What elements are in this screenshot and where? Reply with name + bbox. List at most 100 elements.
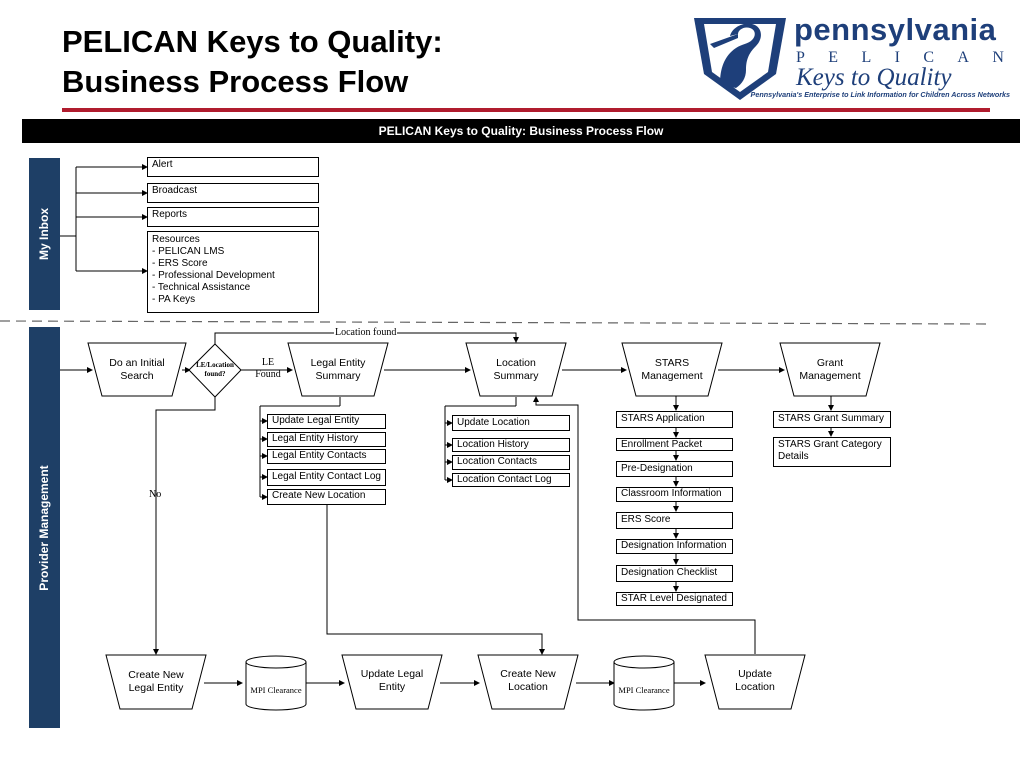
pennsylvania-pelican-logo: pennsylvania P E L I C A N Keys to Quali… <box>690 12 1010 104</box>
note-line: Found <box>255 369 281 380</box>
inbox-connectors <box>60 164 148 274</box>
update-location-node[interactable]: Update Location <box>709 668 801 694</box>
create-new-location-item[interactable]: Create New Location <box>267 489 386 505</box>
node-label-line: STARS <box>654 357 690 369</box>
resource-item[interactable]: - Professional Development <box>152 270 275 281</box>
mpi-clearance-2-label: MPI Clearance <box>618 685 670 695</box>
node-label-line: Management <box>641 370 703 382</box>
logo-letter: N <box>992 49 1006 66</box>
stars-application-item[interactable]: STARS Application <box>616 411 733 428</box>
resource-item[interactable]: - ERS Score <box>152 258 208 269</box>
node-label-line: Location <box>496 357 536 369</box>
stars-grant-category-details-item[interactable]: STARS Grant Category Details <box>773 437 891 467</box>
legal-entity-contact-log-item[interactable]: Legal Entity Contact Log <box>267 469 386 486</box>
process-shapes <box>87 342 881 710</box>
logo-letter: E <box>828 49 841 66</box>
node-label-line: Create New <box>128 669 184 681</box>
pre-designation-item[interactable]: Pre-Designation <box>616 461 733 477</box>
keystone-pelican-icon <box>694 18 786 100</box>
lane-my-inbox: My Inbox <box>29 158 60 310</box>
ers-score-item[interactable]: ERS Score <box>616 512 733 529</box>
decision-diamond <box>188 343 242 398</box>
update-legal-entity-node[interactable]: Update Legal Entity <box>346 668 438 694</box>
mpi-clearance-1-label: MPI Clearance <box>250 685 302 695</box>
location-summary-shape <box>465 342 567 397</box>
stars-grant-summary-item[interactable]: STARS Grant Summary <box>773 411 891 428</box>
database-icon <box>245 662 307 711</box>
inbox-reports[interactable]: Reports <box>147 207 319 227</box>
mpi-databases <box>245 655 675 711</box>
node-label-line: Update Legal <box>360 668 424 680</box>
classroom-information-item[interactable]: Classroom Information <box>616 487 733 502</box>
update-legal-entity-shape <box>341 654 443 710</box>
location-history-item[interactable]: Location History <box>452 438 570 452</box>
node-label-line: Management <box>799 370 861 382</box>
database-icon <box>613 662 675 711</box>
designation-information-item[interactable]: Designation Information <box>616 539 733 554</box>
initial-search-shape <box>87 342 187 397</box>
create-legal-entity-shape <box>105 654 207 710</box>
logo-letter: I <box>894 49 902 66</box>
update-location-item[interactable]: Update Location <box>452 415 570 431</box>
decision-label-line: LE/Location <box>196 361 234 369</box>
inbox-broadcast[interactable]: Broadcast <box>147 183 319 203</box>
title-line-2: Business Process Flow <box>62 64 409 99</box>
resource-item[interactable]: - PA Keys <box>152 294 196 305</box>
logo-letter: A <box>957 49 971 66</box>
node-label-line: Summary <box>493 370 539 382</box>
provider-connectors <box>60 332 834 686</box>
logo-pelican-letters: P E L I C A N <box>796 49 1006 67</box>
stars-management-shape <box>621 342 723 397</box>
initial-search-node[interactable]: Do an Initial Search <box>92 357 182 383</box>
node-label-line: Grant <box>816 357 844 369</box>
lane-provider-management: Provider Management <box>29 327 60 728</box>
node-label-line: Location <box>735 681 775 693</box>
logo-wordmark: pennsylvania <box>794 12 997 47</box>
logo-subtitle: Pennsylvania's Enterprise to Link Inform… <box>750 90 1010 99</box>
create-new-location-node[interactable]: Create New Location <box>482 668 574 694</box>
enrollment-packet-item[interactable]: Enrollment Packet <box>616 438 733 451</box>
page-title: PELICAN Keys to Quality: Business Proces… <box>62 22 443 102</box>
grant-management-node[interactable]: Grant Management <box>784 357 876 383</box>
node-label-line: Search <box>120 370 154 382</box>
legal-entity-summary-shape <box>287 342 389 397</box>
location-contacts-item[interactable]: Location Contacts <box>452 455 570 470</box>
resources-heading: Resources <box>152 234 200 245</box>
title-line-1: PELICAN Keys to Quality: <box>62 24 443 59</box>
create-new-legal-entity-node[interactable]: Create New Legal Entity <box>110 669 202 695</box>
logo-letter: P <box>796 49 807 66</box>
inbox-alert[interactable]: Alert <box>147 157 319 177</box>
inbox-resources[interactable]: Resources - PELICAN LMS - ERS Score - Pr… <box>147 231 319 313</box>
legal-entity-history-item[interactable]: Legal Entity History <box>267 432 386 447</box>
grant-management-shape <box>779 342 881 397</box>
node-label-line: Do an Initial <box>109 357 165 369</box>
update-legal-entity-item[interactable]: Update Legal Entity <box>267 414 386 429</box>
location-contact-log-item[interactable]: Location Contact Log <box>452 473 570 487</box>
header-rule <box>62 108 990 112</box>
node-label-line: Entity <box>378 681 406 693</box>
location-found-label: Location found <box>334 327 398 338</box>
lane-divider <box>0 320 991 325</box>
le-found-label: LE Found <box>254 357 282 381</box>
logo-letter: L <box>861 49 874 66</box>
resource-item[interactable]: - PELICAN LMS <box>152 246 225 257</box>
node-label-line: Legal Entity <box>128 682 184 694</box>
resource-item[interactable]: - Technical Assistance <box>152 282 251 293</box>
node-label-line: Legal Entity <box>310 357 366 369</box>
logo-tagline: Keys to Quality <box>796 64 952 91</box>
node-label-line: Location <box>508 681 548 693</box>
stars-management-node[interactable]: STARS Management <box>626 357 718 383</box>
location-summary-node[interactable]: Location Summary <box>470 357 562 383</box>
star-level-designated-item[interactable]: STAR Level Designated <box>616 592 733 606</box>
diagram-banner: PELICAN Keys to Quality: Business Proces… <box>22 119 1020 143</box>
decision-label-line: found? <box>204 370 226 378</box>
decision-node: LE/Location found? <box>191 361 239 379</box>
legal-entity-contacts-item[interactable]: Legal Entity Contacts <box>267 449 386 464</box>
note-line: LE <box>261 357 275 368</box>
node-label-line: Create New <box>500 668 556 680</box>
legal-entity-summary-node[interactable]: Legal Entity Summary <box>292 357 384 383</box>
no-label: No <box>149 489 162 500</box>
update-location-shape <box>704 654 806 710</box>
designation-checklist-item[interactable]: Designation Checklist <box>616 565 733 582</box>
